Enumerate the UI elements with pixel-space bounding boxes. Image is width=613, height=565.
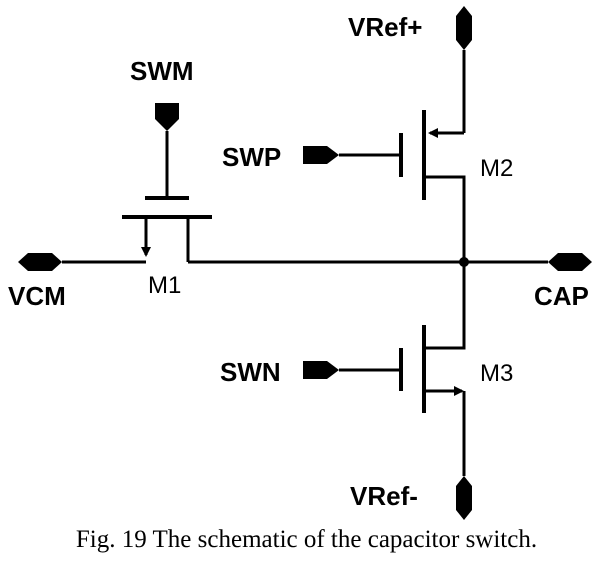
vref-plus-label: VRef+ bbox=[348, 12, 422, 42]
figure-caption: Fig. 19 The schematic of the capacitor s… bbox=[75, 526, 538, 553]
vref-minus-terminal bbox=[456, 476, 472, 520]
wiring bbox=[62, 50, 548, 476]
capacitor-switch-schematic: VRef+ SWM SWP SWN VCM CAP VRef- M1 M2 M3 bbox=[8, 6, 592, 520]
vcm-terminal bbox=[18, 253, 62, 271]
swn-label: SWN bbox=[220, 357, 281, 387]
cap-label: CAP bbox=[534, 281, 589, 311]
vref-plus-terminal bbox=[456, 6, 472, 50]
vref-minus-label: VRef- bbox=[350, 481, 418, 511]
m1-label: M1 bbox=[148, 272, 181, 299]
m3-label: M3 bbox=[480, 360, 513, 387]
m2-transistor bbox=[399, 110, 426, 200]
junction-node bbox=[459, 257, 469, 267]
cap-terminal bbox=[548, 253, 592, 271]
vcm-label: VCM bbox=[8, 281, 66, 311]
swp-label: SWP bbox=[222, 142, 281, 172]
m1-transistor bbox=[122, 196, 212, 262]
m2-label: M2 bbox=[480, 155, 513, 182]
swm-label: SWM bbox=[130, 56, 194, 86]
swp-terminal bbox=[303, 146, 339, 164]
swm-terminal bbox=[155, 103, 179, 131]
m3-transistor bbox=[399, 325, 426, 413]
swn-terminal bbox=[303, 361, 339, 379]
